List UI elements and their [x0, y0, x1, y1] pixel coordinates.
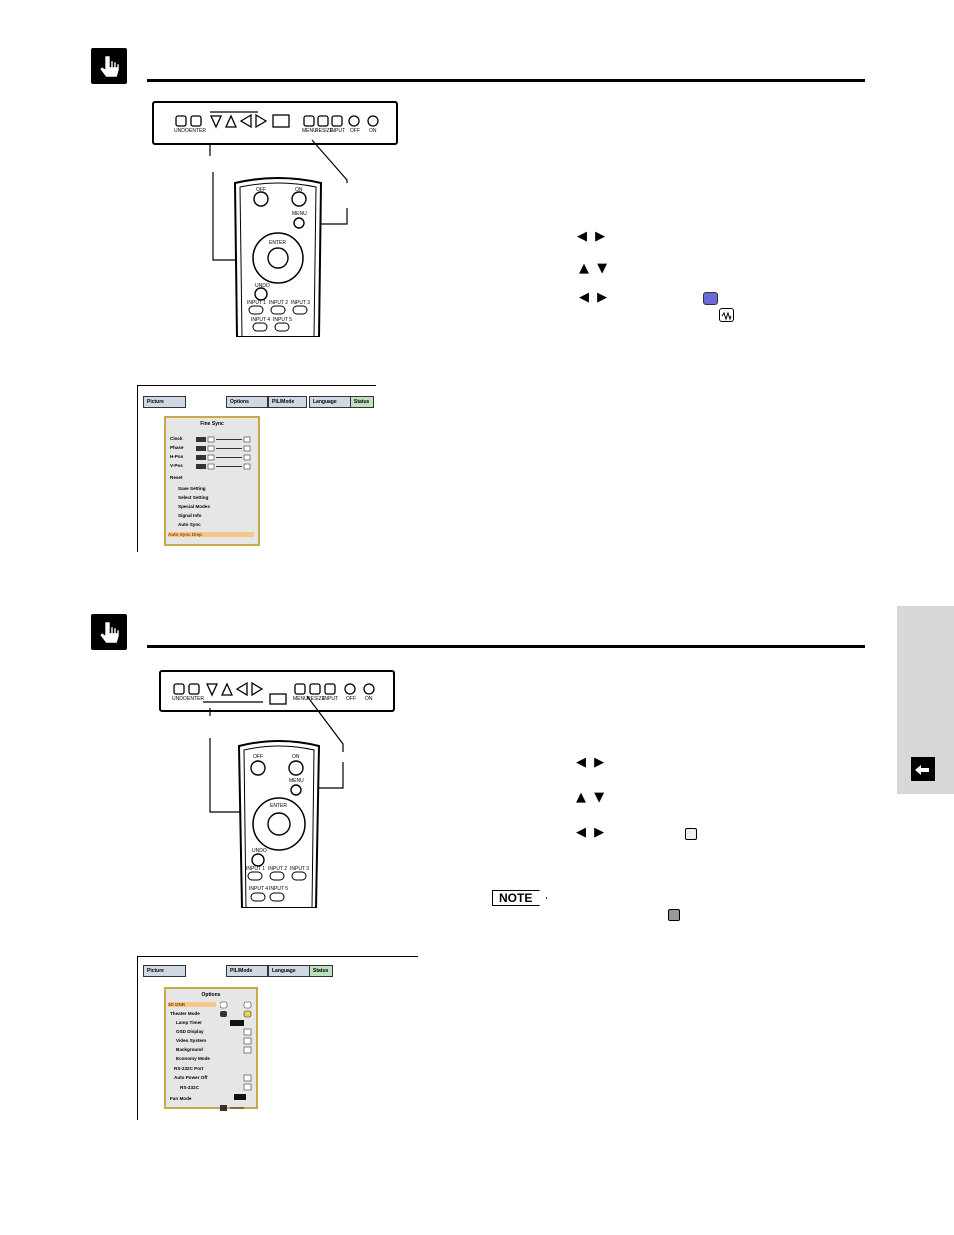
- remote-label-input1: INPUT 1: [247, 300, 267, 306]
- note-badge: NOTE: [492, 890, 548, 906]
- remote-label-off: OFF: [253, 754, 263, 760]
- panel-title: Fine Sync: [200, 421, 224, 427]
- tab-language: Language: [309, 396, 351, 408]
- section-rule: [147, 79, 865, 82]
- menu-screenshot-options: Picture PIL/Mode Language Status Options…: [137, 956, 418, 1120]
- panel-label-on: ON: [365, 696, 373, 702]
- projector-panel: UNDO ENTER MENU RESIZE INPUT OFF ON: [159, 670, 395, 712]
- panel-label-resize: RESIZE: [307, 696, 326, 702]
- remote-label-off: OFF: [256, 187, 266, 193]
- menu-row-signal-info: Signal Info: [178, 513, 202, 518]
- tab-status: Status: [309, 965, 333, 977]
- panel-label-resize: RESIZE: [315, 128, 334, 134]
- remote-label-enter: ENTER: [270, 803, 287, 809]
- remote-label-enter: ENTER: [269, 240, 286, 246]
- remote-label-undo: UNDO: [252, 848, 267, 854]
- menu-row-auto-power-off: Auto Power Off: [174, 1075, 208, 1080]
- menu-row-save-setting: Save Setting: [178, 486, 206, 491]
- menu-row-fan-mode: Fan Mode: [170, 1096, 192, 1101]
- panel-label-off: OFF: [346, 696, 356, 702]
- slider-bars: [196, 436, 251, 470]
- step-arrows-left-right: ◀ ▶: [579, 290, 610, 305]
- remote-label-input2: INPUT 2: [269, 300, 289, 306]
- menu-row-auto-sync: Auto Sync: [178, 522, 201, 527]
- step-arrows-left-right: ◀ ▶: [577, 229, 608, 244]
- panel-label-off: OFF: [350, 128, 360, 134]
- panel-label-enter: ENTER: [187, 696, 204, 702]
- remote-label-undo: UNDO: [255, 283, 270, 289]
- tab-picture: Picture: [143, 396, 186, 408]
- panel-label-input: INPUT: [323, 696, 338, 702]
- remote-label-input4: INPUT 4: [251, 317, 271, 323]
- menu-row-video-system: Video System: [176, 1038, 207, 1043]
- menu-row-rs232c-port: RS-232C Port: [174, 1066, 204, 1071]
- panel-label-undo: UNDO: [174, 128, 189, 134]
- options-panel: Options 3D DNR Theater Mode Lamp Timer O…: [164, 987, 258, 1111]
- tab-pil-mode: PIL/Mode: [268, 396, 307, 408]
- setting-icon: [668, 909, 680, 921]
- fine-sync-panel: Fine Sync Clock Phase H-Pos V-Pos Reset …: [164, 416, 260, 546]
- chapter-side-tab: [897, 606, 954, 794]
- menu-row-auto-sync-disp: Auto Sync Disp: [168, 532, 254, 537]
- remote-label-on: ON: [295, 187, 303, 193]
- panel-label-enter: ENTER: [189, 128, 206, 134]
- remote-label-input1: INPUT 1: [246, 866, 266, 872]
- menu-row-special-modes: Special Modes: [178, 504, 210, 509]
- hand-pointer-icon: [91, 48, 127, 84]
- remote-label-on: ON: [292, 754, 300, 760]
- step-arrows-up-down: ▲ ▼: [579, 261, 610, 276]
- menu-row-osd-display: OSD Display: [176, 1029, 204, 1034]
- menu-row-lamp-timer: Lamp Timer: [176, 1020, 202, 1025]
- remote-label-menu: MENU: [289, 778, 304, 784]
- remote-label-menu: MENU: [292, 211, 307, 217]
- menu-row-h-pos: H-Pos: [170, 454, 184, 459]
- panel-label-on: ON: [369, 128, 377, 134]
- menu-row-theater-mode: Theater Mode: [170, 1011, 200, 1016]
- menu-row-background: Background: [176, 1047, 203, 1052]
- tab-pil-mode: PIL/Mode: [226, 965, 268, 977]
- remote-label-input3: INPUT 3: [291, 300, 311, 306]
- option-indicators: [220, 1001, 252, 1111]
- panel-label-input: INPUT: [330, 128, 345, 134]
- hand-pointer-icon: [911, 757, 935, 781]
- remote-control: OFF ON MENU ENTER UNDO INPUT 1 INPUT 2 I…: [231, 177, 325, 338]
- remote-label-input2: INPUT 2: [268, 866, 288, 872]
- menu-screenshot-fine-sync: Picture Options PIL/Mode Language Status…: [137, 385, 376, 552]
- remote-label-input3: INPUT 3: [290, 866, 310, 872]
- tab-status: Status: [350, 396, 374, 408]
- hand-pointer-icon: [91, 614, 127, 650]
- auto-sync-waveform-icon: [719, 308, 734, 322]
- step-arrows-left-right: ◀ ▶: [576, 825, 607, 840]
- menu-row-v-pos: V-Pos: [170, 463, 183, 468]
- panel-label-undo: UNDO: [172, 696, 187, 702]
- remote-control: OFF ON MENU ENTER UNDO INPUT 1 INPUT 2 I…: [236, 740, 322, 909]
- off-setting-icon: [685, 828, 697, 840]
- step-arrows-left-right: ◀ ▶: [576, 755, 607, 770]
- menu-row-clock: Clock: [170, 436, 183, 441]
- tab-language: Language: [268, 965, 310, 977]
- remote-label-input5: INPUT 5: [273, 317, 293, 323]
- panel-label-menu: MENU: [293, 696, 308, 702]
- menu-row-3d-dnr: 3D DNR: [168, 1002, 216, 1007]
- tab-options: Options: [226, 396, 268, 408]
- menu-row-reset: Reset: [170, 475, 183, 480]
- panel-label-menu: MENU: [302, 128, 317, 134]
- menu-row-economy-mode: Economy Mode: [176, 1056, 210, 1061]
- menu-row-phase: Phase: [170, 445, 184, 450]
- step-arrows-up-down: ▲ ▼: [576, 790, 607, 805]
- panel-title: Options: [201, 992, 221, 998]
- remote-label-input5: INPUT 5: [269, 886, 289, 892]
- tab-picture: Picture: [143, 965, 186, 977]
- menu-row-rs232c: RS-232C: [180, 1085, 199, 1090]
- remote-label-input4: INPUT 4: [249, 886, 269, 892]
- section-rule: [147, 645, 865, 648]
- auto-sync-on-icon: [703, 292, 718, 305]
- menu-row-select-setting: Select Setting: [178, 495, 209, 500]
- projector-panel: UNDO ENTER MENU RESIZE INPUT OFF ON: [152, 101, 398, 145]
